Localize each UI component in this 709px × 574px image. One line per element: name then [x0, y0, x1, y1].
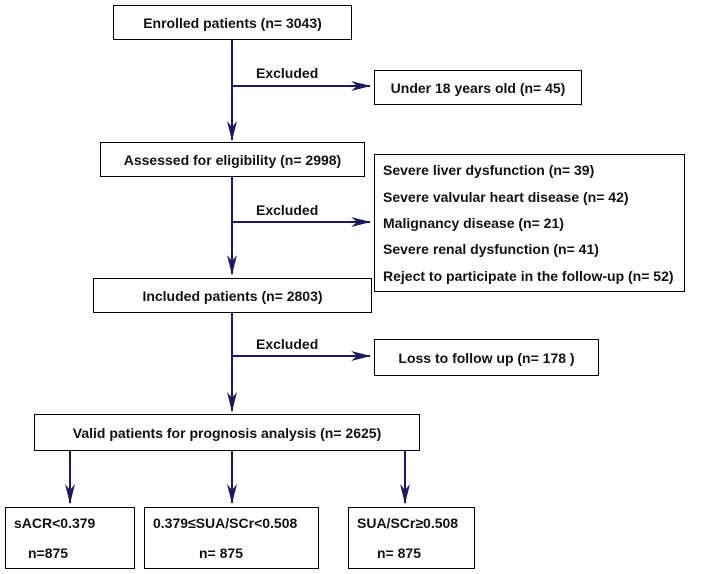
exclusion-valvular: Severe valvular heart disease (n= 42) [383, 188, 629, 205]
included-box: Included patients (n= 2803) [93, 278, 372, 313]
valid-text: Valid patients for prognosis analysis (n… [72, 424, 382, 441]
excluded-label-2: Excluded [256, 202, 319, 218]
exclusion-liver: Severe liver dysfunction (n= 39) [383, 162, 595, 179]
group3-count: n= 875 [377, 545, 421, 561]
exclusion-reject: Reject to participate in the follow-up (… [383, 267, 674, 284]
group2-box: 0.379≤SUA/SCr<0.508 n= 875 [144, 507, 319, 569]
eligibility-exclusions-box: Severe liver dysfunction (n= 39) Severe … [374, 154, 685, 292]
assessed-text: Assessed for eligibility (n= 2998) [123, 151, 342, 168]
included-text: Included patients (n= 2803) [142, 287, 323, 304]
enrolled-text: Enrolled patients (n= 3043) [143, 14, 322, 31]
under18-box: Under 18 years old (n= 45) [374, 70, 582, 105]
group1-box: sACR<0.379 n=875 [5, 507, 135, 569]
exclusion-renal: Severe renal dysfunction (n= 41) [383, 241, 599, 258]
excluded-label-3: Excluded [256, 336, 319, 352]
assessed-box: Assessed for eligibility (n= 2998) [100, 142, 365, 177]
enrolled-box: Enrolled patients (n= 3043) [113, 5, 352, 40]
loss-box: Loss to follow up (n= 178 ) [374, 339, 599, 376]
valid-box: Valid patients for prognosis analysis (n… [34, 414, 420, 451]
group2-label: 0.379≤SUA/SCr<0.508 [153, 515, 298, 531]
group3-box: SUA/SCr≥0.508 n= 875 [348, 507, 475, 569]
loss-text: Loss to follow up (n= 178 ) [398, 349, 575, 366]
group2-count: n= 875 [199, 545, 243, 561]
exclusion-malignancy: Malignancy disease (n= 21) [383, 214, 564, 231]
under18-text: Under 18 years old (n= 45) [390, 79, 566, 96]
group1-label: sACR<0.379 [14, 515, 96, 531]
excluded-label-1: Excluded [256, 65, 319, 81]
group3-label: SUA/SCr≥0.508 [357, 515, 459, 531]
group1-count: n=875 [28, 545, 69, 561]
